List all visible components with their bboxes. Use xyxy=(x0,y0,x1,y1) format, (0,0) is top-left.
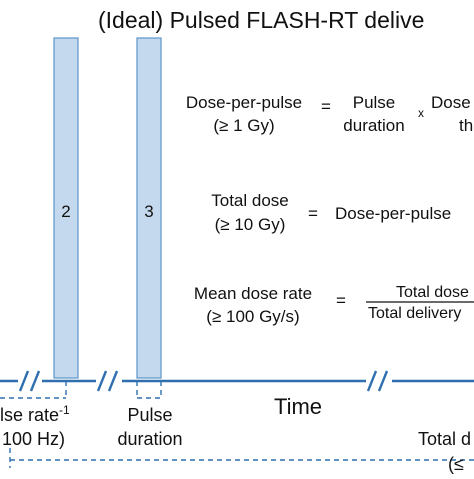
total-delivery-label-line1: Total d xyxy=(418,429,471,449)
dose-per-pulse-lhs-line2: (≥ 1 Gy) xyxy=(213,116,274,135)
diagram-title: (Ideal) Pulsed FLASH-RT delive xyxy=(98,7,424,33)
mean-dose-rate-equals: = xyxy=(336,291,346,310)
pulse-duration-label-line2: duration xyxy=(117,429,182,449)
pulse-label-3: 3 xyxy=(144,202,153,221)
total-delivery-bracket xyxy=(9,448,474,468)
total-delivery-label-line2: (≤ xyxy=(448,454,464,474)
equation-dose-per-pulse: Dose-per-pulse (≥ 1 Gy) = Pulse duration… xyxy=(186,93,473,135)
pulse-duration-bracket xyxy=(136,381,162,399)
pulse-duration-term-line1: Pulse xyxy=(353,93,396,112)
pulse-rate-label: lse rate-1 xyxy=(0,403,70,425)
fraction-numerator: Total dose xyxy=(396,284,469,301)
equation-mean-dose-rate: Mean dose rate (≥ 100 Gy/s) = Total dose… xyxy=(194,284,474,326)
fraction-denominator: Total delivery xyxy=(368,305,461,322)
pulse-duration-term-line2: duration xyxy=(343,116,404,135)
pulse-bar-2 xyxy=(53,37,79,379)
axis-break-3 xyxy=(366,370,389,392)
equation-total-dose: Total dose (≥ 10 Gy) = Dose-per-pulse xyxy=(211,191,451,234)
total-dose-equals: = xyxy=(308,204,318,223)
multiply-sign: x xyxy=(418,106,424,120)
pulse-rate-text: lse rate xyxy=(0,405,59,425)
mean-dose-rate-lhs-line2: (≥ 100 Gy/s) xyxy=(206,307,299,326)
dose-term-line1: Dose xyxy=(431,93,471,112)
axis-break-2 xyxy=(96,370,119,392)
dose-per-pulse-lhs-line1: Dose-per-pulse xyxy=(186,93,302,112)
pulse-duration-label-line1: Pulse xyxy=(127,405,172,425)
total-dose-lhs-line2: (≥ 10 Gy) xyxy=(215,215,286,234)
pulse-rate-superscript: -1 xyxy=(59,403,70,417)
axis-break-1 xyxy=(18,370,41,392)
time-axis-label: Time xyxy=(274,394,322,419)
pulse-rate-bracket xyxy=(0,381,67,399)
mean-dose-rate-lhs-line1: Mean dose rate xyxy=(194,284,312,303)
dose-per-pulse-equals: = xyxy=(321,97,331,116)
pulse-rate-value: 100 Hz) xyxy=(2,429,65,449)
time-axis xyxy=(0,370,474,392)
pulse-label-2: 2 xyxy=(61,202,70,221)
total-dose-rhs: Dose-per-pulse xyxy=(335,204,451,223)
dose-term-line2: th xyxy=(459,116,473,135)
pulse-bar-3 xyxy=(136,37,162,379)
total-dose-lhs-line1: Total dose xyxy=(211,191,289,210)
